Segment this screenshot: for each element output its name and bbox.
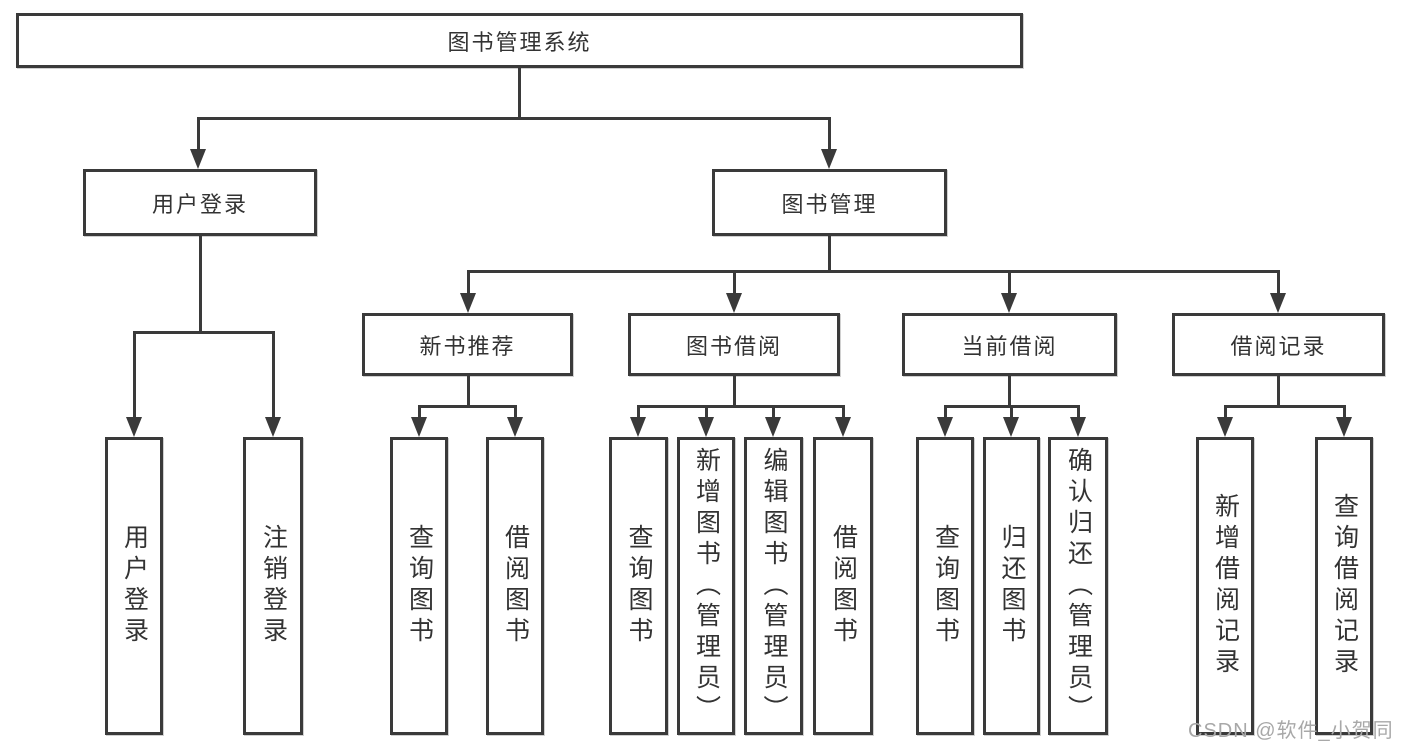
arrow-down-icon xyxy=(821,149,837,169)
connector-records-rail xyxy=(1224,405,1346,408)
leaf-newbook-query-books: 查询图书 xyxy=(390,437,448,735)
connector-arrow-shaft xyxy=(733,272,736,293)
connector-records-stub xyxy=(1277,376,1280,407)
connector-arrow-shaft xyxy=(467,272,470,293)
leaf-borrow-query-books: 查询图书 xyxy=(609,437,668,735)
leaf-current-confirm-return-admin: 确认归还（管理员） xyxy=(1048,437,1108,735)
leaf-label: 借阅图书 xyxy=(829,524,858,648)
leaf-label: 确认归还（管理员） xyxy=(1064,446,1093,726)
arrow-down-icon xyxy=(411,417,427,437)
connector-arrow-shaft xyxy=(418,407,421,417)
node-root-system: 图书管理系统 xyxy=(16,13,1023,68)
node-book-management: 图书管理 xyxy=(712,169,947,236)
arrow-down-icon xyxy=(765,417,781,437)
connector-newbook-stub xyxy=(467,376,470,407)
connector-arrow-shaft xyxy=(1224,407,1227,417)
node-user-login: 用户登录 xyxy=(83,169,317,236)
leaf-label: 借阅图书 xyxy=(501,524,530,648)
leaf-borrow-add-books-admin: 新增图书（管理员） xyxy=(677,437,735,735)
connector-arrow-shaft xyxy=(842,407,845,417)
node-new-book-recommend: 新书推荐 xyxy=(362,313,573,376)
connector-arrow-shaft xyxy=(637,407,640,417)
connector-arrow-shaft xyxy=(1010,407,1013,417)
arrow-down-icon xyxy=(1001,293,1017,313)
leaf-label: 查询借阅记录 xyxy=(1330,493,1359,679)
leaf-label: 新增图书（管理员） xyxy=(692,446,721,726)
arrow-down-icon xyxy=(1270,293,1286,313)
leaf-label: 归还图书 xyxy=(998,524,1026,648)
connector-arrow-shaft xyxy=(272,333,275,417)
leaf-records-query-record: 查询借阅记录 xyxy=(1315,437,1373,735)
connector-userlogin-stub xyxy=(199,236,202,333)
leaf-label: 用户登录 xyxy=(120,524,149,648)
node-label: 图书借阅 xyxy=(685,333,782,359)
connector-arrow-shaft xyxy=(1277,272,1280,293)
node-label: 用户登录 xyxy=(151,191,248,217)
arrow-down-icon xyxy=(726,293,742,313)
node-current-borrowing: 当前借阅 xyxy=(902,313,1117,376)
connector-arrow-shaft xyxy=(705,407,708,417)
leaf-label: 查询图书 xyxy=(625,524,653,648)
connector-bookmgmt-stub xyxy=(828,236,831,272)
node-label: 新书推荐 xyxy=(419,333,516,359)
arrow-down-icon xyxy=(507,417,523,437)
arrow-down-icon xyxy=(937,417,953,437)
connector-bookborrow-rail xyxy=(637,405,845,408)
connector-arrow-shaft xyxy=(197,119,200,149)
connector-newbook-rail xyxy=(418,405,517,408)
connector-arrow-shaft xyxy=(514,407,517,417)
connector-bookborrow-stub xyxy=(733,376,736,407)
node-root-label: 图书管理系统 xyxy=(447,29,592,55)
node-label: 借阅记录 xyxy=(1230,333,1327,359)
connector-currentborrow-stub xyxy=(1008,376,1011,407)
leaf-newbook-borrow-books: 借阅图书 xyxy=(486,437,544,735)
connector-currentborrow-rail xyxy=(944,405,1080,408)
connector-arrow-shaft xyxy=(1077,407,1080,417)
leaf-logout: 注销登录 xyxy=(243,437,303,735)
leaf-borrow-edit-books-admin: 编辑图书（管理员） xyxy=(744,437,803,735)
arrow-down-icon xyxy=(630,417,646,437)
arrow-down-icon xyxy=(460,293,476,313)
arrow-down-icon xyxy=(835,417,851,437)
arrow-down-icon xyxy=(1003,417,1019,437)
connector-arrow-shaft xyxy=(1008,272,1011,293)
arrow-down-icon xyxy=(1217,417,1233,437)
node-label: 当前借阅 xyxy=(961,333,1058,359)
connector-arrow-shaft xyxy=(1343,407,1346,417)
connector-arrow-shaft xyxy=(133,333,136,417)
arrow-down-icon xyxy=(265,417,281,437)
leaf-label: 查询图书 xyxy=(405,524,434,648)
arrow-down-icon xyxy=(1336,417,1352,437)
connector-arrow-shaft xyxy=(944,407,947,417)
arrow-down-icon xyxy=(126,417,142,437)
leaf-user-login: 用户登录 xyxy=(105,437,163,735)
connector-root-stub xyxy=(518,68,521,119)
node-label: 图书管理 xyxy=(781,191,878,217)
arrow-down-icon xyxy=(1070,417,1086,437)
node-book-borrowing: 图书借阅 xyxy=(628,313,840,376)
leaf-borrow-borrow-books: 借阅图书 xyxy=(813,437,873,735)
connector-bookmgmt-rail xyxy=(467,270,1280,273)
leaf-current-return-books: 归还图书 xyxy=(983,437,1040,735)
leaf-label: 新增借阅记录 xyxy=(1211,493,1240,679)
node-borrow-records: 借阅记录 xyxy=(1172,313,1385,376)
leaf-label: 查询图书 xyxy=(931,524,960,648)
leaf-label: 编辑图书（管理员） xyxy=(760,446,788,726)
connector-userlogin-rail xyxy=(133,331,275,334)
leaf-label: 注销登录 xyxy=(259,524,288,648)
arrow-down-icon xyxy=(190,149,206,169)
connector-arrow-shaft xyxy=(828,119,831,149)
arrow-down-icon xyxy=(698,417,714,437)
leaf-records-add-record: 新增借阅记录 xyxy=(1196,437,1254,735)
leaf-current-query-books: 查询图书 xyxy=(916,437,974,735)
connector-arrow-shaft xyxy=(772,407,775,417)
connector-root-rail xyxy=(197,117,831,120)
